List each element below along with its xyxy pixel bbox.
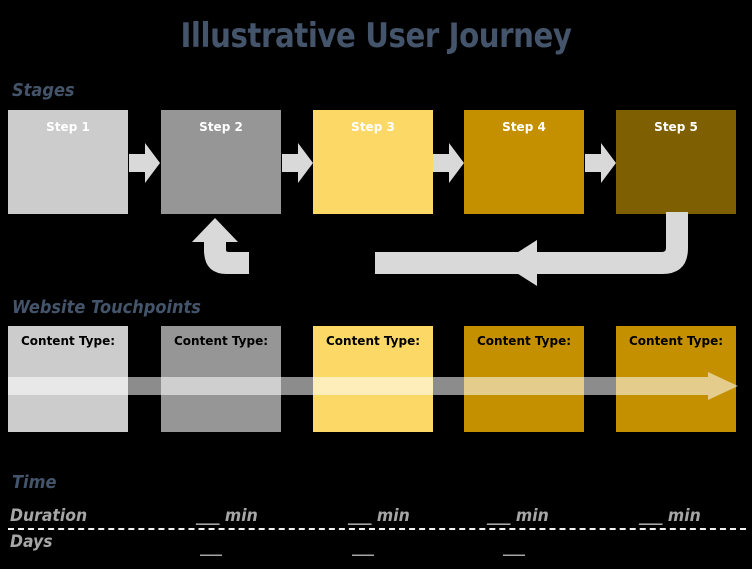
touchpoint-label-1: Content Type:: [20, 334, 116, 348]
touchpoint-label-4: Content Type:: [476, 334, 572, 348]
section-heading-time: Time: [12, 472, 57, 493]
stage-label-step-1: Step 1: [46, 120, 90, 134]
duration-mark-1: ___ min: [196, 506, 258, 526]
duration-mark-4: ___ min: [639, 506, 701, 526]
stage-box-step-5[interactable]: Step 5: [616, 110, 736, 214]
time-row-label-days: Days: [10, 532, 53, 552]
touchpoint-label-3: Content Type:: [325, 334, 421, 348]
duration-mark-2: ___ min: [348, 506, 410, 526]
touchpoint-label-2: Content Type:: [173, 334, 269, 348]
stage-label-step-2: Step 2: [199, 120, 243, 134]
stage-box-step-3[interactable]: Step 3: [313, 110, 433, 214]
time-row-label-duration: Duration: [10, 506, 88, 526]
section-heading-touchpoints: Website Touchpoints: [12, 297, 201, 318]
time-divider: [8, 528, 746, 530]
arrow-right-icon-1: [129, 143, 160, 183]
feedback-loop-arrow-icon: [185, 212, 705, 294]
touchpoint-label-5: Content Type:: [628, 334, 724, 348]
stage-box-step-2[interactable]: Step 2: [161, 110, 281, 214]
day-mark-3: ___: [503, 537, 525, 556]
stage-label-step-3: Step 3: [351, 120, 395, 134]
section-heading-stages: Stages: [12, 80, 75, 101]
page-title: Illustrative User Journey: [180, 16, 572, 56]
stage-box-step-1[interactable]: Step 1: [8, 110, 128, 214]
touchpoint-box-2[interactable]: Content Type:: [161, 326, 281, 432]
day-mark-2: ___: [352, 537, 374, 556]
stage-label-step-4: Step 4: [502, 120, 546, 134]
arrow-right-icon-2: [282, 143, 313, 183]
stage-box-step-4[interactable]: Step 4: [464, 110, 584, 214]
touchpoint-box-5[interactable]: Content Type:: [616, 326, 736, 432]
touchpoint-box-3[interactable]: Content Type:: [313, 326, 433, 432]
day-mark-1: ___: [200, 537, 222, 556]
touchpoint-box-4[interactable]: Content Type:: [464, 326, 584, 432]
arrow-right-icon-4: [585, 143, 616, 183]
stage-label-step-5: Step 5: [654, 120, 698, 134]
duration-mark-3: ___ min: [487, 506, 549, 526]
touchpoint-box-1[interactable]: Content Type:: [8, 326, 128, 432]
arrow-right-icon-3: [433, 143, 464, 183]
